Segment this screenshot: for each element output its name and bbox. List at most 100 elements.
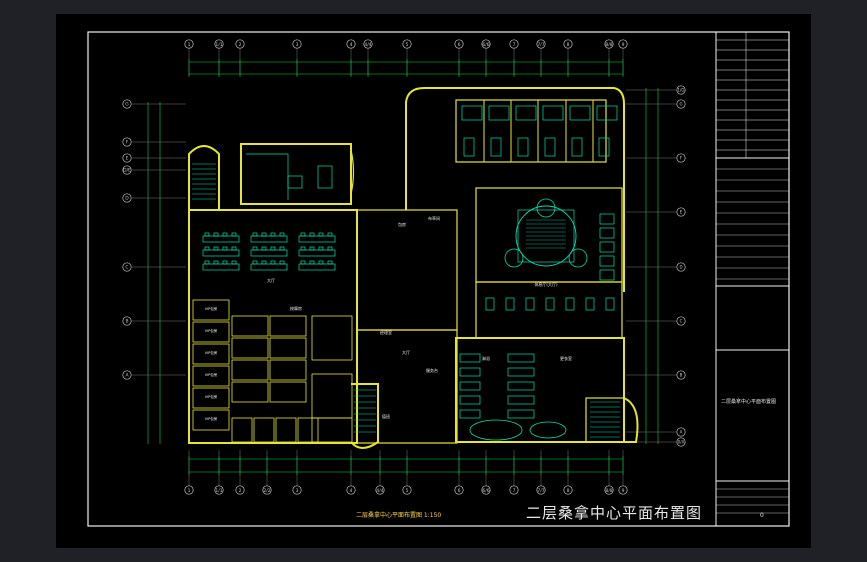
- grid-label-right: F: [680, 156, 683, 161]
- lounger: [459, 353, 481, 363]
- drawing-subtitle: 二层桑拿中心平面布置图 1:150: [356, 512, 442, 519]
- lounger: [507, 381, 535, 391]
- bed: [488, 105, 510, 121]
- lounger: [507, 367, 535, 377]
- grid-label-left: C: [125, 265, 128, 271]
- grid-label-bottom: 6/6: [482, 488, 489, 494]
- title-block-name: 二层桑拿中心平面布置图: [721, 399, 777, 405]
- grid-bubble-left: [122, 262, 132, 272]
- wall-stair-right: [623, 397, 639, 443]
- grid-label-right: G: [679, 102, 682, 107]
- grid-label-left: B: [125, 319, 128, 325]
- round-table: [536, 198, 556, 218]
- grid-label-bottom: 3: [296, 488, 299, 494]
- room-label: 大厅: [267, 277, 275, 283]
- grid-bubble-right: [676, 427, 686, 437]
- lounger: [459, 395, 481, 405]
- grid-bubble-left: [122, 99, 132, 109]
- room-label: 包房: [398, 221, 406, 227]
- grid-label-top: 8/8: [605, 42, 612, 48]
- grid-label-top: 1/1: [215, 42, 222, 48]
- grid-label-right: E: [680, 210, 683, 215]
- grid-bubble-left: [122, 370, 132, 380]
- room-massage: [269, 315, 307, 337]
- grid-label-left: A: [125, 373, 129, 379]
- grid-bubble-left: [122, 165, 132, 175]
- desk: [202, 235, 240, 243]
- room-massage: [192, 387, 230, 409]
- lounger: [459, 367, 481, 377]
- bed: [569, 105, 591, 121]
- grid-bubble-right: [676, 316, 686, 326]
- lounge-chair: [485, 297, 495, 311]
- grid-label-top: 4/4: [364, 42, 371, 48]
- grid-bubble-left: [122, 193, 132, 203]
- lounge-chair: [525, 297, 535, 311]
- sofa: [599, 269, 615, 281]
- desk: [298, 249, 336, 257]
- grid-bubble-right: [676, 262, 686, 272]
- desk: [250, 263, 288, 271]
- room-label: VIP包房: [205, 350, 218, 355]
- grid-label-top: 5: [406, 42, 409, 48]
- grid-bubble-right: [676, 85, 686, 95]
- sheet-border: [87, 31, 790, 527]
- grid-label-bottom: 5: [406, 488, 409, 494]
- grid-bubble-right: [676, 99, 686, 109]
- sofa: [599, 255, 615, 267]
- lounger: [507, 395, 535, 405]
- wall-stair-center: [350, 383, 379, 449]
- title-block: [715, 32, 789, 526]
- grid-bubble-left: [122, 137, 132, 147]
- grid-label-top: 1: [188, 42, 191, 48]
- grid-label-bottom: 9: [622, 488, 625, 494]
- room-massage: [231, 337, 269, 359]
- room-label: VIP包房: [205, 394, 218, 399]
- grid-label-left: E: [126, 156, 129, 162]
- lounge-chair: [545, 297, 555, 311]
- grid-label-bottom: 7/7: [537, 488, 544, 494]
- lounge-chair: [505, 297, 515, 311]
- grid-label-left: F: [126, 140, 129, 146]
- wall-bath-area: [455, 337, 625, 443]
- room-massage: [269, 381, 307, 403]
- room-label: 更衣室: [560, 355, 572, 361]
- room-massage: [192, 299, 230, 321]
- room-label: 淋浴: [482, 355, 490, 361]
- pool: [469, 419, 523, 441]
- wall-right-upper: [405, 87, 625, 292]
- desk: [202, 249, 240, 257]
- wall-center-rooms: [356, 209, 458, 331]
- room-label: VIP包房: [205, 416, 218, 421]
- furniture: [192, 105, 620, 441]
- grid-label-top: 2: [239, 42, 242, 48]
- desk: [298, 263, 336, 271]
- grid-bubble-right: [676, 370, 686, 380]
- grid-label-top: 4: [350, 42, 353, 48]
- room-massage: [269, 359, 307, 381]
- pool: [529, 421, 567, 439]
- room-label: 值班: [382, 413, 390, 419]
- grid-label-top: 9: [622, 42, 625, 48]
- room-labels: 大厅大厅服务台值班经理室休息厅(大厅)淋浴更衣室布草间包房按摩房VIP包房VIP…: [205, 215, 572, 421]
- walls: [188, 87, 639, 449]
- room-label: 按摩房: [290, 305, 302, 311]
- wall-private-rooms: [455, 99, 607, 163]
- lounger: [507, 353, 535, 363]
- room-label: VIP包房: [205, 372, 218, 377]
- bed: [542, 105, 564, 121]
- grid-label-top: 6: [458, 42, 461, 48]
- lounge-chair: [605, 297, 615, 311]
- sofa: [599, 213, 615, 225]
- wall-stair-left: [188, 145, 220, 210]
- room-massage: [192, 343, 230, 365]
- grid-label-right: A: [680, 430, 683, 435]
- grid-label-top: 6/6: [482, 42, 489, 48]
- grid-label-right: C: [680, 319, 683, 324]
- lounge-chair: [565, 297, 575, 311]
- bathtub: [317, 165, 333, 189]
- room-label: VIP包房: [205, 328, 218, 333]
- grid-bubble-right: [676, 437, 686, 447]
- grid-label-bottom: 7: [513, 488, 516, 494]
- desk: [250, 249, 288, 257]
